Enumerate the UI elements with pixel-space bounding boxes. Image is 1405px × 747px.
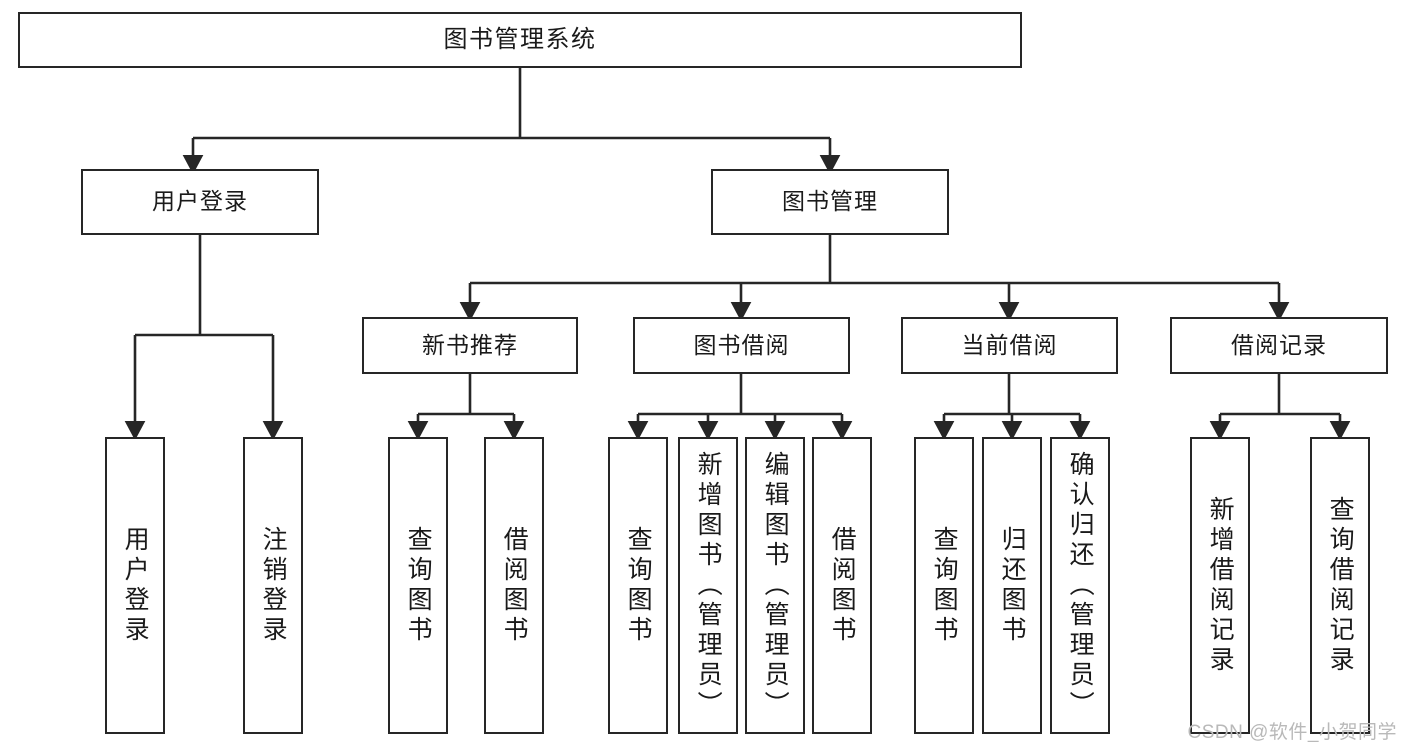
leaf-add-borrow-record[interactable]: 新增借阅记录 <box>1190 437 1250 734</box>
leaf-borrow-book[interactable]: 借阅图书 <box>812 437 872 734</box>
node-root[interactable]: 图书管理系统 <box>18 12 1022 68</box>
node-label: 注销登录 <box>259 525 288 646</box>
node-borrow-record[interactable]: 借阅记录 <box>1170 317 1388 374</box>
node-book-borrow[interactable]: 图书借阅 <box>633 317 850 374</box>
node-label: 借阅图书 <box>828 525 857 646</box>
node-label: 图书管理系统 <box>443 25 597 53</box>
leaf-logout[interactable]: 注销登录 <box>243 437 303 734</box>
leaf-query-book-current[interactable]: 查询图书 <box>914 437 974 734</box>
node-label: 新增图书（管理员） <box>694 450 723 721</box>
node-label: 查询图书 <box>930 525 959 646</box>
node-label: 查询借阅记录 <box>1326 495 1355 676</box>
node-label: 用户登录 <box>121 525 150 646</box>
leaf-add-book-admin[interactable]: 新增图书（管理员） <box>678 437 738 734</box>
node-label: 编辑图书（管理员） <box>761 450 790 721</box>
leaf-borrow-book-recommend[interactable]: 借阅图书 <box>484 437 544 734</box>
leaf-query-borrow-record[interactable]: 查询借阅记录 <box>1310 437 1370 734</box>
leaf-confirm-return-admin[interactable]: 确认归还（管理员） <box>1050 437 1110 734</box>
watermark-text: CSDN @软件_小贺同学 <box>1187 722 1397 743</box>
node-current-borrow[interactable]: 当前借阅 <box>901 317 1118 374</box>
node-label: 当前借阅 <box>961 331 1058 358</box>
leaf-edit-book-admin[interactable]: 编辑图书（管理员） <box>745 437 805 734</box>
node-label: 归还图书 <box>998 525 1027 646</box>
leaf-user-login[interactable]: 用户登录 <box>105 437 165 734</box>
leaf-query-book[interactable]: 查询图书 <box>608 437 668 734</box>
node-label: 图书管理 <box>782 188 878 215</box>
node-label: 新增借阅记录 <box>1206 495 1235 676</box>
node-new-book-recommend[interactable]: 新书推荐 <box>362 317 578 374</box>
leaf-return-book[interactable]: 归还图书 <box>982 437 1042 734</box>
node-label: 借阅图书 <box>500 525 529 646</box>
node-label: 借阅记录 <box>1231 331 1327 358</box>
node-label: 图书借阅 <box>693 331 790 358</box>
node-user-login[interactable]: 用户登录 <box>81 169 319 235</box>
node-label: 新书推荐 <box>422 331 518 358</box>
node-label: 查询图书 <box>404 525 433 646</box>
node-label: 用户登录 <box>152 188 248 215</box>
leaf-query-book-recommend[interactable]: 查询图书 <box>388 437 448 734</box>
node-book-management[interactable]: 图书管理 <box>711 169 949 235</box>
node-label: 确认归还（管理员） <box>1066 450 1095 721</box>
node-label: 查询图书 <box>624 525 653 646</box>
